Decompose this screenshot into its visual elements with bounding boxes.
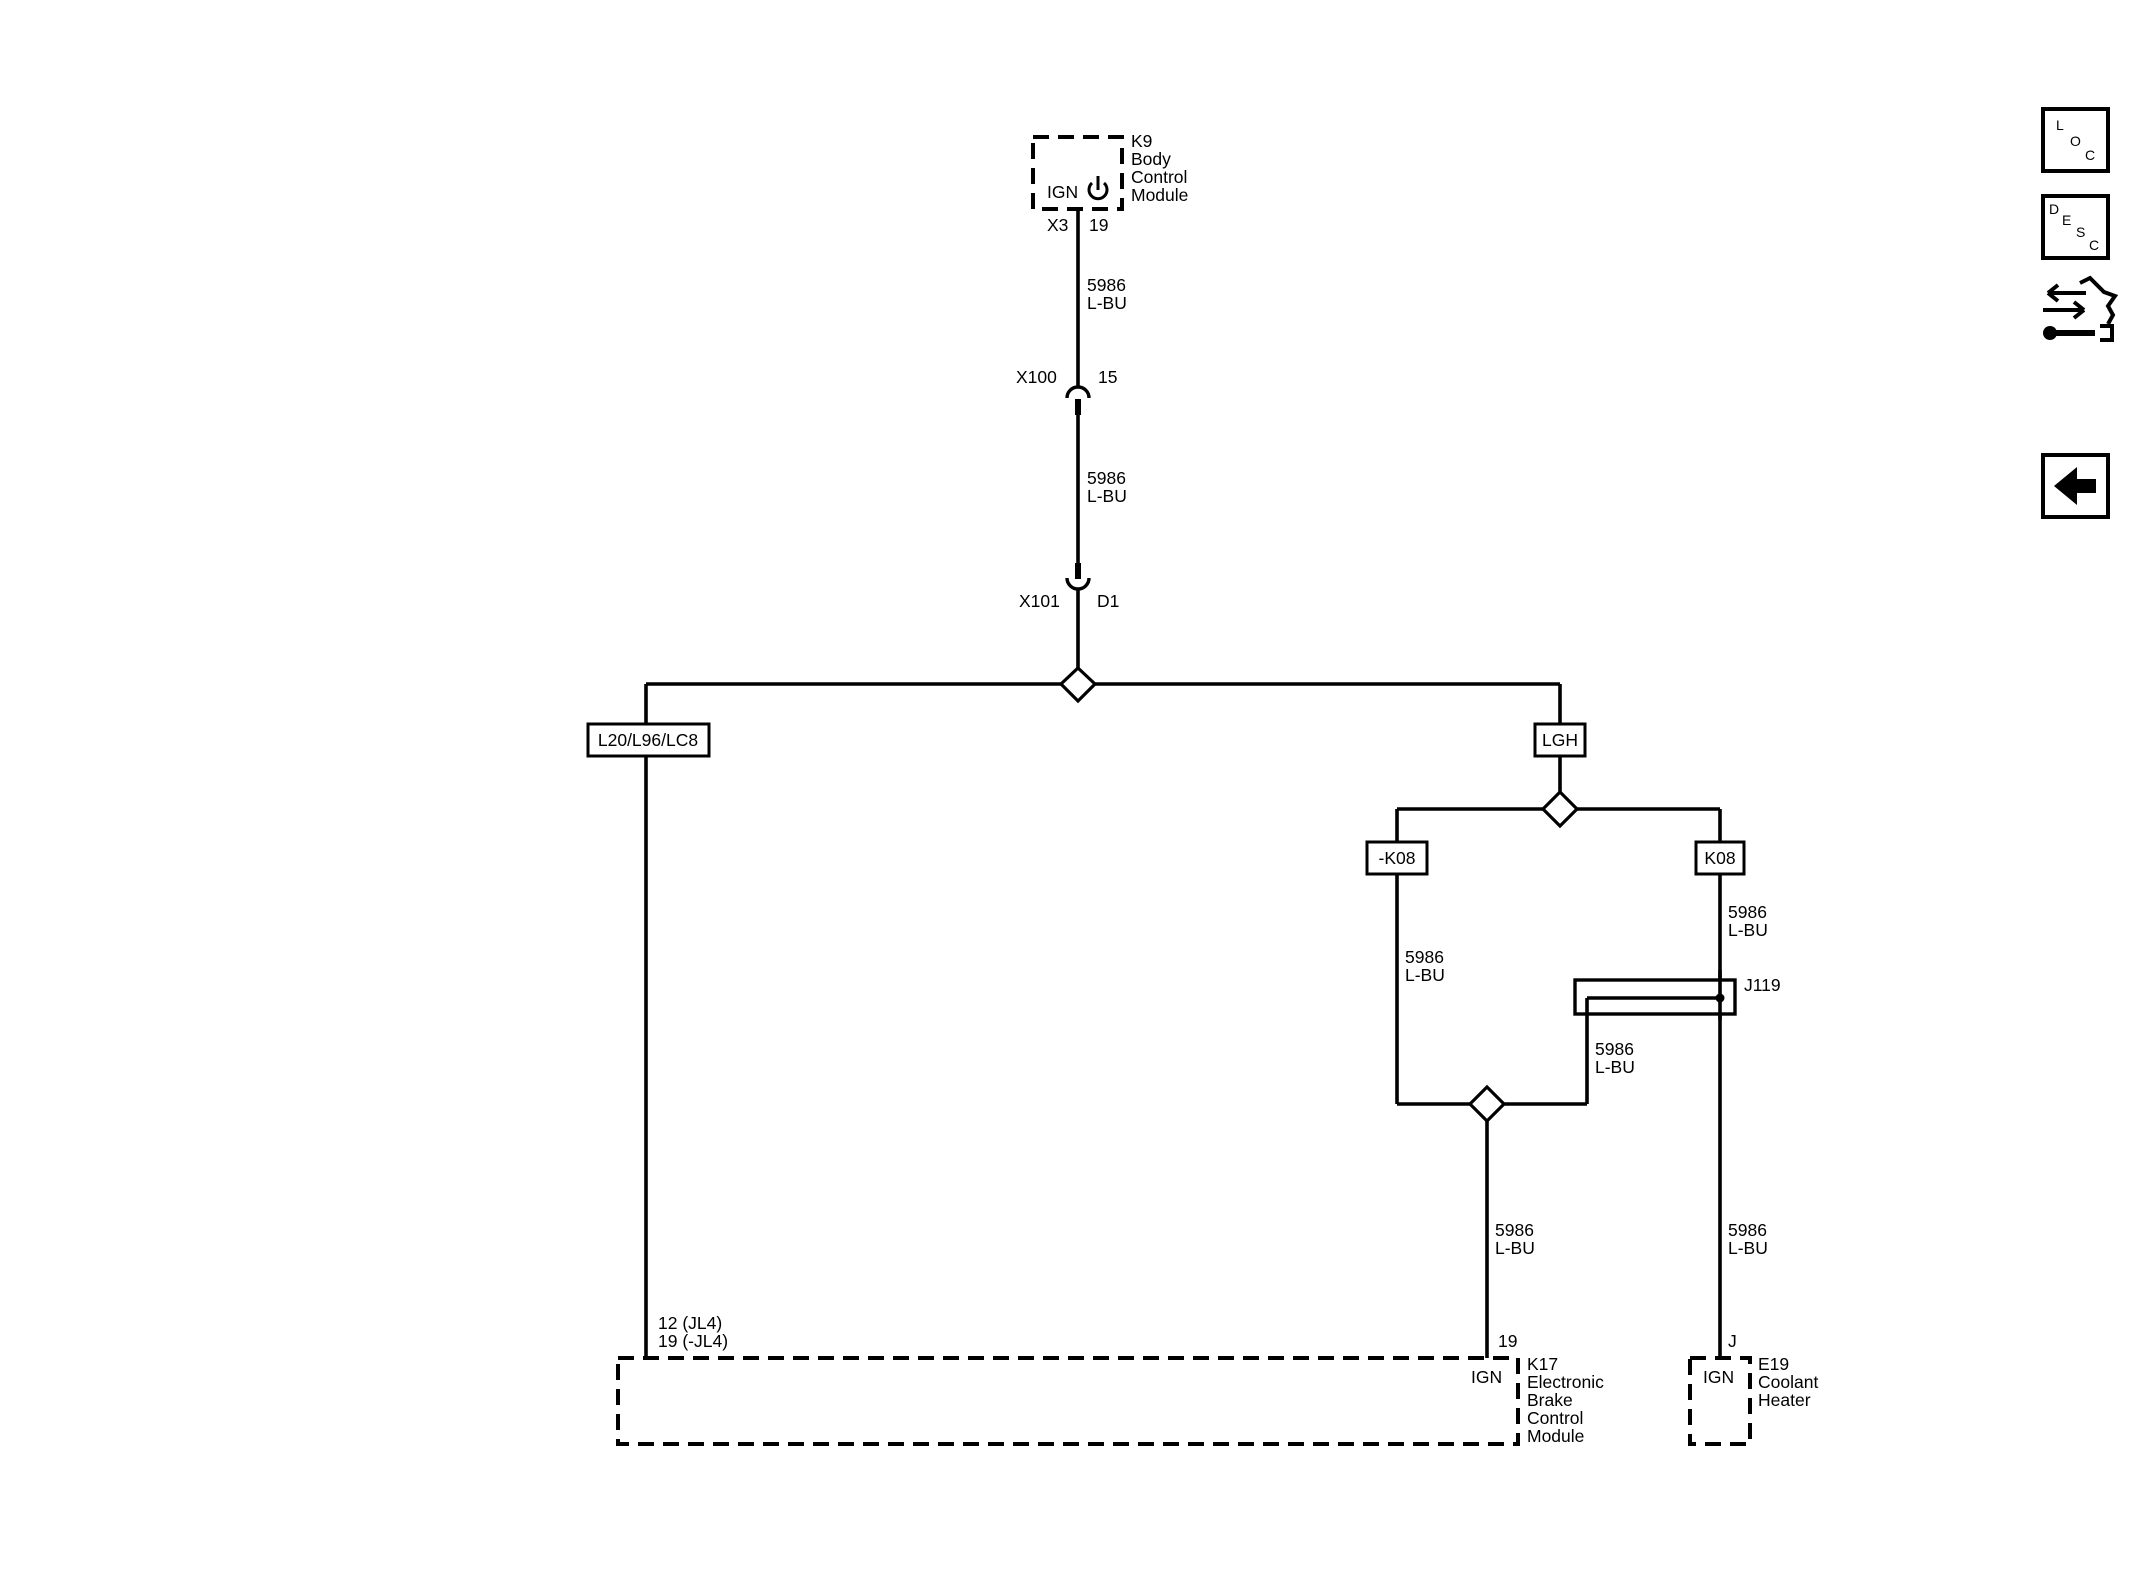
k17-name-line-4: Module — [1527, 1426, 1584, 1446]
wire-label-circuit-4: 5986 — [1728, 902, 1767, 922]
j119-label: J119 — [1744, 975, 1781, 995]
lower-junction — [1467, 1084, 1507, 1124]
wire-label-circuit-6: 5986 — [1495, 1220, 1534, 1240]
e19-pin-label: IGN — [1703, 1367, 1734, 1387]
option-k08-label: K08 — [1704, 848, 1735, 868]
option-lgh-label: LGH — [1542, 730, 1578, 750]
option-box-left — [586, 722, 711, 758]
back-arrow-icon — [2054, 467, 2096, 505]
k9-name-line-1: Body — [1131, 149, 1171, 169]
k17-ref: K17 — [1527, 1354, 1558, 1374]
wire-label-color-4: L-BU — [1728, 920, 1768, 940]
j119-splice-dot — [1715, 993, 1725, 1003]
k17-pin: 19 — [1498, 1331, 1517, 1351]
k9-pin-label: IGN — [1047, 182, 1078, 202]
wire-label-color-3: L-BU — [1405, 965, 1445, 985]
option-box-no-k08 — [1365, 840, 1429, 876]
wire-label-circuit-3: 5986 — [1405, 947, 1444, 967]
loc-button[interactable]: L O C — [2041, 107, 2110, 173]
k17-name-line-2: Brake — [1527, 1390, 1573, 1410]
k9-name-line-2: Control — [1131, 167, 1187, 187]
e19-module-box — [1688, 1356, 1752, 1446]
desc-letter-c: C — [2089, 237, 2099, 253]
option-no-k08-label: -K08 — [1379, 848, 1416, 868]
option-box-lgh — [1533, 722, 1587, 758]
loc-letter-l: L — [2056, 117, 2064, 133]
x100-pin: 15 — [1098, 367, 1117, 387]
k17-name-line-3: Control — [1527, 1408, 1583, 1428]
wire-label-circuit-2: 5986 — [1087, 468, 1126, 488]
option-left-label: L20/L96/LC8 — [598, 730, 698, 750]
desc-letter-e: E — [2062, 212, 2071, 228]
x100-connector-symbol — [1065, 385, 1091, 415]
x101-pin: D1 — [1097, 591, 1119, 611]
k17-left-pin-2: 19 (-JL4) — [658, 1331, 728, 1351]
desc-letter-d: D — [2049, 201, 2059, 217]
back-button[interactable] — [2041, 453, 2110, 519]
desc-button[interactable]: D E S C — [2041, 194, 2110, 260]
x101-connector-symbol — [1065, 563, 1091, 591]
power-icon — [1087, 176, 1109, 201]
wire-label-color-2: L-BU — [1087, 486, 1127, 506]
main-junction — [1058, 665, 1098, 704]
wire-label-color-6: L-BU — [1495, 1238, 1535, 1258]
wire-label-circuit-7: 5986 — [1728, 1220, 1767, 1240]
desc-letter-s: S — [2076, 224, 2085, 240]
lgh-junction — [1540, 789, 1580, 829]
x100-name: X100 — [1016, 367, 1057, 387]
k9-pin: 19 — [1089, 215, 1108, 235]
k9-ref: K9 — [1131, 131, 1152, 151]
k17-pin-label: IGN — [1471, 1367, 1502, 1387]
wire-label-circuit-5: 5986 — [1595, 1039, 1634, 1059]
loc-letter-o: O — [2070, 133, 2081, 149]
k17-module-box — [616, 1356, 1520, 1446]
e19-pin: J — [1728, 1331, 1737, 1351]
k17-left-pin-1: 12 (JL4) — [658, 1313, 722, 1333]
wire-label-color-1: L-BU — [1087, 293, 1127, 313]
service-arrows-wrench-icon[interactable] — [2043, 275, 2119, 342]
x101-name: X101 — [1019, 591, 1060, 611]
loc-letter-c: C — [2085, 147, 2095, 163]
wire-label-color-5: L-BU — [1595, 1057, 1635, 1077]
e19-ref: E19 — [1758, 1354, 1789, 1374]
k9-connector: X3 — [1047, 215, 1068, 235]
e19-name-line-2: Heater — [1758, 1390, 1811, 1410]
k9-name-line-3: Module — [1131, 185, 1188, 205]
k17-name-line-1: Electronic — [1527, 1372, 1604, 1392]
wire-label-color-7: L-BU — [1728, 1238, 1768, 1258]
option-box-k08 — [1694, 840, 1746, 876]
wire-label-circuit-1: 5986 — [1087, 275, 1126, 295]
e19-name-line-1: Coolant — [1758, 1372, 1818, 1392]
